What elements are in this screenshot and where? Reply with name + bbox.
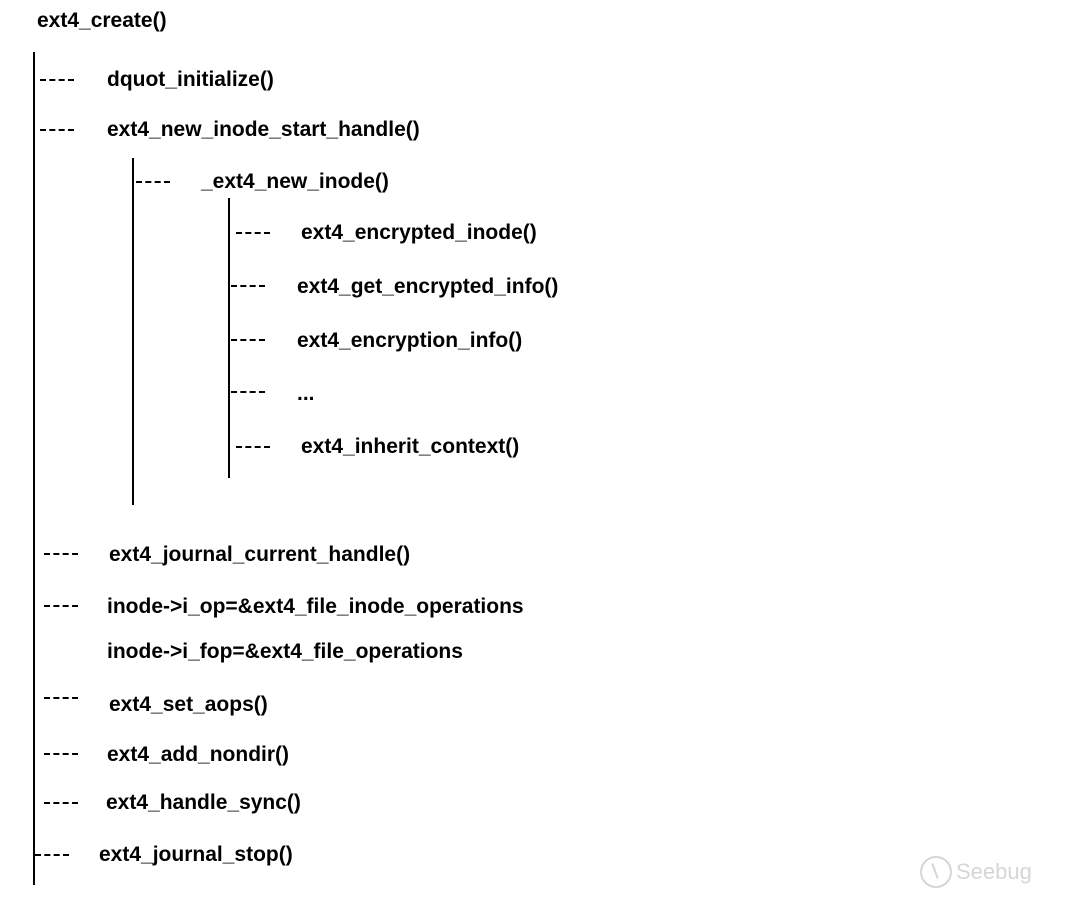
call-set-aops: ext4_set_aops() — [109, 693, 268, 716]
call-new-inode: _ext4_new_inode() — [201, 170, 389, 193]
call-encryption-info: ext4_encryption_info() — [297, 329, 523, 352]
tree-line-new-inode — [228, 198, 230, 478]
watermark-text: Seebug — [956, 859, 1032, 884]
connector — [44, 802, 78, 804]
seebug-logo-icon — [920, 856, 952, 888]
root-function: ext4_create() — [37, 9, 167, 32]
connector — [44, 605, 78, 607]
call-dquot-initialize: dquot_initialize() — [107, 68, 274, 91]
call-journal-stop: ext4_journal_stop() — [99, 843, 293, 866]
connector — [44, 753, 78, 755]
call-get-encrypted-info: ext4_get_encrypted_info() — [297, 275, 559, 298]
call-add-nondir: ext4_add_nondir() — [107, 743, 290, 766]
connector — [231, 339, 265, 341]
connector — [44, 553, 78, 555]
connector — [40, 129, 74, 131]
call-ellipsis: ... — [297, 382, 315, 405]
tree-line-root — [33, 52, 35, 885]
connector — [40, 79, 74, 81]
tree-line-new-inode-start-handle — [132, 158, 134, 505]
connector — [236, 446, 270, 448]
call-inherit-context: ext4_inherit_context() — [301, 435, 520, 458]
connector — [231, 285, 265, 287]
connector — [231, 391, 265, 393]
call-encrypted-inode: ext4_encrypted_inode() — [301, 221, 537, 244]
connector — [35, 854, 69, 856]
connector — [236, 232, 270, 234]
connector — [44, 697, 78, 699]
call-new-inode-start-handle: ext4_new_inode_start_handle() — [107, 118, 420, 141]
call-journal-current-handle: ext4_journal_current_handle() — [109, 543, 411, 566]
watermark: Seebug — [920, 856, 1032, 888]
connector — [136, 181, 170, 183]
assign-i-op: inode->i_op=&ext4_file_inode_operations — [107, 595, 524, 618]
assign-i-fop: inode->i_fop=&ext4_file_operations — [107, 640, 463, 663]
call-handle-sync: ext4_handle_sync() — [106, 791, 301, 814]
